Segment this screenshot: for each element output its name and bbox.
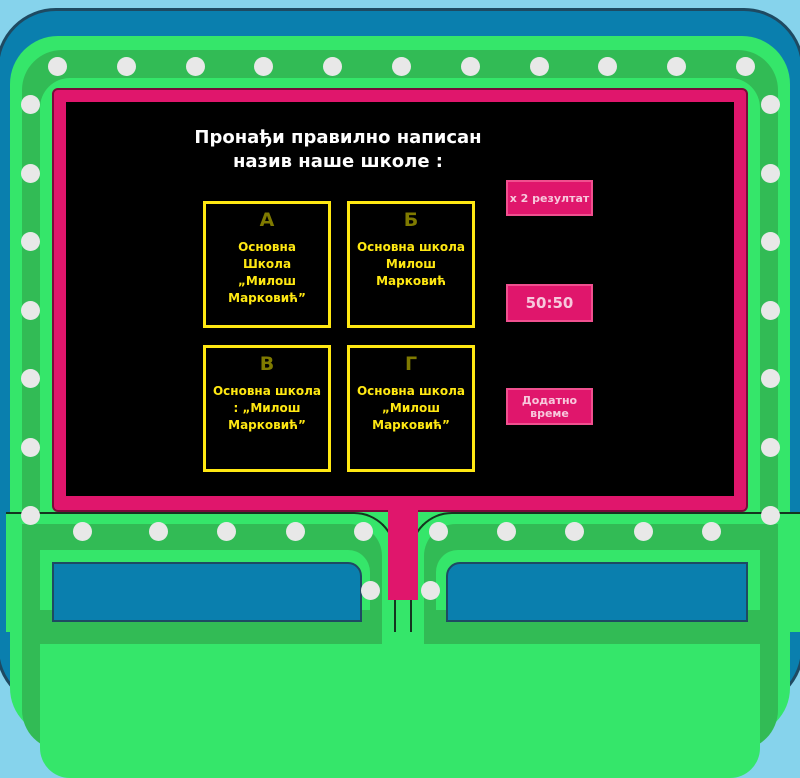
light-dot	[21, 506, 40, 525]
answer-text: Основна школа Милош Марковић	[356, 240, 466, 288]
question-line-2: назив наше школе :	[232, 151, 444, 172]
light-dot	[116, 57, 136, 76]
double-score-button[interactable]: x 2 резултат	[506, 180, 593, 216]
light-dot	[354, 522, 373, 541]
question-text: Пронађи правилно написан назив наше школ…	[180, 126, 496, 174]
light-dot	[21, 300, 40, 320]
light-dot	[73, 522, 92, 541]
extra-time-button[interactable]: Додатно време	[506, 388, 593, 425]
light-dot	[429, 522, 448, 541]
light-dot	[149, 522, 168, 541]
light-dot	[497, 522, 516, 541]
light-dot	[565, 522, 584, 541]
answer-letter: Б	[403, 209, 419, 231]
light-dot	[21, 437, 40, 457]
light-dot	[529, 57, 549, 76]
light-dot	[254, 57, 274, 76]
light-dot	[761, 506, 780, 525]
answer-letter: Г	[404, 353, 418, 375]
light-dot	[217, 522, 236, 541]
light-dot	[667, 57, 687, 76]
light-dot	[761, 437, 780, 457]
left-pedestal-base	[52, 562, 362, 622]
answer-v[interactable]: В Основна школа : „Милош Марковић”	[203, 345, 331, 472]
answer-text: Основна школа „Милош Марковић”	[356, 384, 466, 432]
light-dot	[421, 581, 440, 600]
question-line-1: Пронађи правилно написан	[194, 127, 482, 148]
light-dot	[460, 57, 480, 76]
answer-text: Основна Школа „Милош Марковић”	[228, 240, 306, 305]
light-dot	[185, 57, 205, 76]
answer-letter: А	[259, 209, 275, 231]
light-dot	[598, 57, 618, 76]
light-dot	[761, 232, 780, 251]
light-dot	[736, 57, 755, 76]
answer-letter: В	[259, 353, 275, 375]
light-dot	[761, 300, 780, 320]
light-dot	[392, 57, 411, 76]
answer-a[interactable]: А Основна Школа „Милош Марковић”	[203, 201, 331, 328]
light-dot	[323, 57, 343, 76]
light-dot	[361, 581, 380, 600]
pink-stem	[388, 500, 418, 600]
answer-b[interactable]: Б Основна школа Милош Марковић	[347, 201, 475, 328]
right-pedestal-base	[446, 562, 748, 622]
light-dot	[761, 95, 780, 114]
answer-g[interactable]: Г Основна школа „Милош Марковић”	[347, 345, 475, 472]
light-dot	[21, 95, 40, 114]
light-dot	[634, 522, 653, 541]
light-dot	[21, 232, 40, 251]
answer-text: Основна школа : „Милош Марковић”	[212, 384, 322, 432]
light-dot	[702, 522, 721, 541]
game-screen	[66, 102, 734, 496]
light-dot	[21, 163, 40, 183]
light-dot	[286, 522, 305, 541]
light-dot	[761, 163, 780, 183]
fifty-fifty-button[interactable]: 50:50	[506, 284, 593, 322]
light-dot	[761, 369, 780, 388]
light-dot	[21, 369, 40, 388]
light-dot	[48, 57, 67, 76]
